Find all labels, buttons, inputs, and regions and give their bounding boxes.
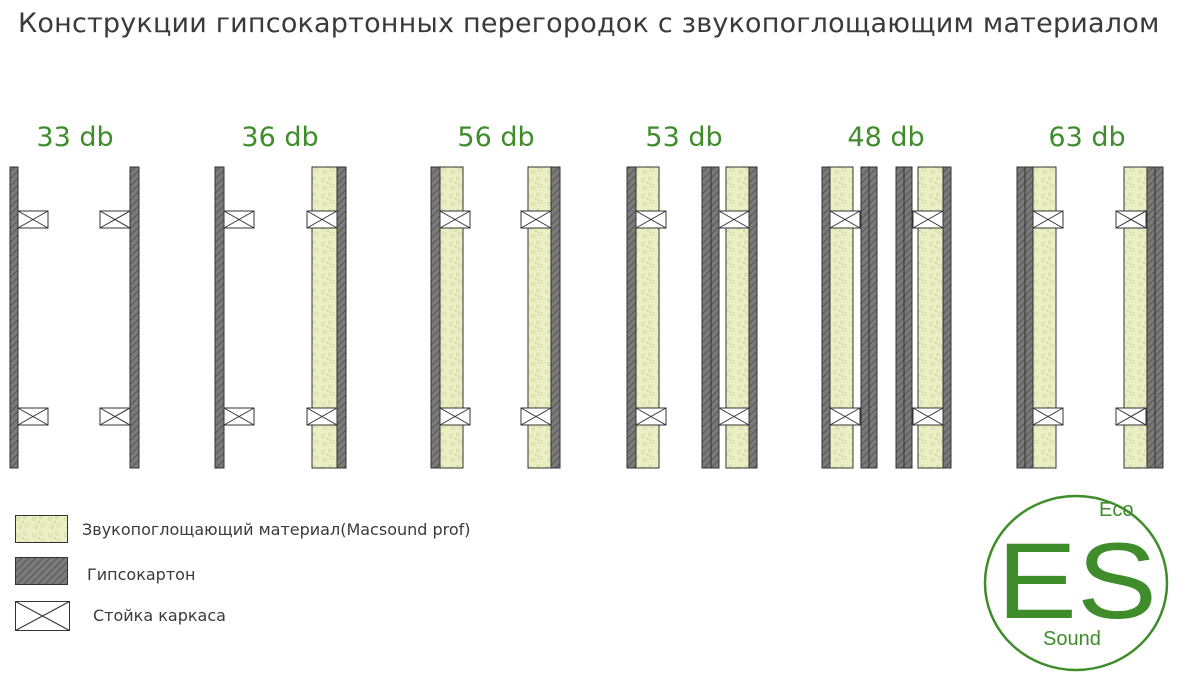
frame-stud <box>306 210 338 229</box>
drywall-layer <box>942 166 952 469</box>
insulation-layer <box>1032 166 1057 469</box>
drywall-layer <box>214 166 225 469</box>
logo-text-sound: Sound <box>1043 628 1101 650</box>
rating-label-1: 33 db <box>36 122 114 153</box>
drywall-layer <box>903 166 913 469</box>
rating-label-3: 56 db <box>457 122 535 153</box>
frame-stud <box>17 210 49 229</box>
frame-stud <box>635 210 667 229</box>
frame-stud <box>1032 407 1064 426</box>
frame-stud <box>912 407 944 426</box>
drywall-layer <box>550 166 561 469</box>
drywall-layer <box>1024 166 1034 469</box>
partition-section-6 <box>1016 166 1164 469</box>
partition-diagrams <box>9 166 1164 469</box>
rating-label-6: 63 db <box>1048 122 1126 153</box>
drywall-layer <box>701 166 712 469</box>
frame-stud <box>439 210 471 229</box>
partition-section-5 <box>821 166 952 469</box>
frame-stud <box>223 407 255 426</box>
frame-stud <box>1115 407 1147 426</box>
drywall-layer <box>710 166 720 469</box>
frame-stud <box>718 210 750 229</box>
frame-stud <box>17 407 49 426</box>
rating-label-2: 36 db <box>241 122 319 153</box>
drywall-layer <box>748 166 758 469</box>
drywall-layer <box>868 166 878 469</box>
legend-insulation-swatch <box>15 515 68 543</box>
drywall-layer <box>626 166 637 469</box>
drywall-layer <box>336 166 347 469</box>
rating-label-4: 53 db <box>645 122 723 153</box>
frame-stud <box>829 210 861 229</box>
logo-text-eco: Eco <box>1099 499 1133 521</box>
legend-drywall-label: Гипсокартон <box>87 565 196 584</box>
partition-section-4 <box>626 166 758 469</box>
drywall-layer <box>821 166 831 469</box>
frame-stud <box>99 210 131 229</box>
drywall-layer <box>1016 166 1026 469</box>
frame-stud <box>1115 210 1147 229</box>
drywall-layer <box>860 166 870 469</box>
drywall-layer <box>895 166 905 469</box>
insulation-layer <box>635 166 660 469</box>
frame-stud <box>520 210 552 229</box>
drywall-layer <box>1154 166 1164 469</box>
frame-stud <box>1032 210 1064 229</box>
partition-section-3 <box>430 166 561 469</box>
frame-stud <box>635 407 667 426</box>
legend-stud-label: Стойка каркаса <box>93 606 226 625</box>
drywall-layer <box>129 166 140 469</box>
legend-insulation-label: Звукопоглощающий материал(Macsound prof) <box>82 520 471 539</box>
eco-sound-logo: Eco ES Sound <box>983 494 1169 672</box>
frame-stud <box>829 407 861 426</box>
partition-section-1 <box>9 166 140 469</box>
rating-label-5: 48 db <box>847 122 925 153</box>
frame-stud <box>912 210 944 229</box>
drywall-layer <box>9 166 19 469</box>
drywall-layer <box>430 166 441 469</box>
frame-stud <box>306 407 338 426</box>
frame-stud <box>520 407 552 426</box>
frame-stud <box>718 407 750 426</box>
frame-stud <box>223 210 255 229</box>
partition-section-2 <box>214 166 347 469</box>
insulation-layer <box>439 166 464 469</box>
frame-stud <box>439 407 471 426</box>
page-title: Конструкции гипсокартонных перегородок с… <box>18 8 1160 39</box>
legend-stud-swatch <box>15 601 70 631</box>
insulation-layer <box>829 166 854 469</box>
legend-drywall-swatch <box>15 557 68 585</box>
frame-stud <box>99 407 131 426</box>
logo-text-es: ES <box>997 520 1157 641</box>
drywall-layer <box>1146 166 1156 469</box>
